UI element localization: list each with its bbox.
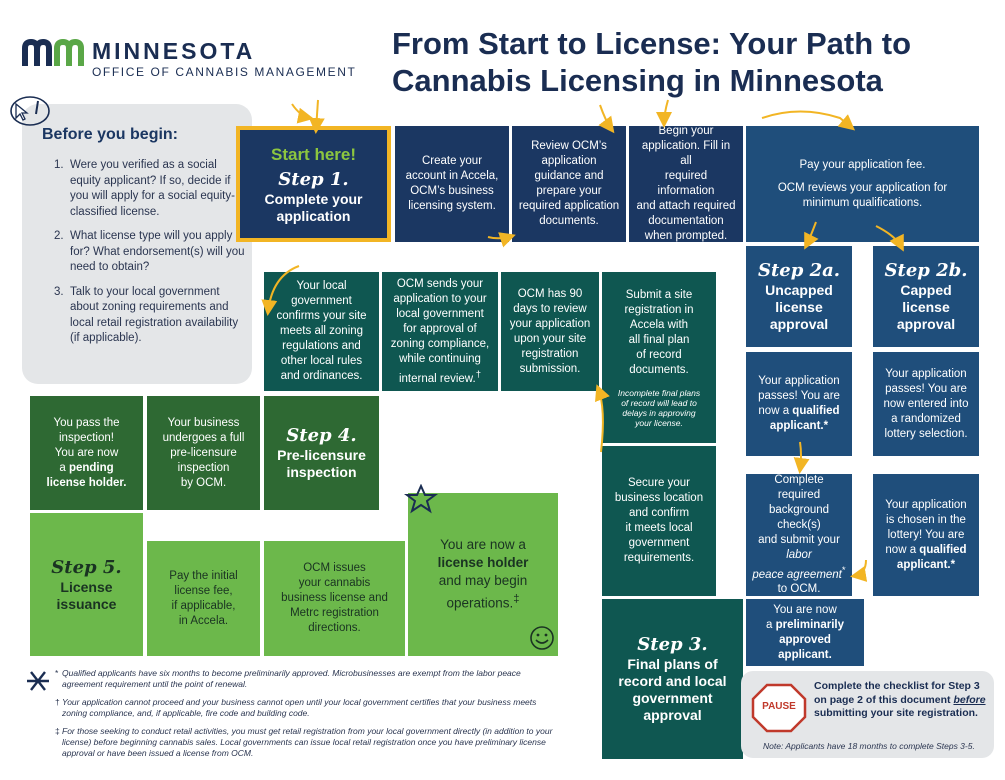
license-holder-box: You are now a license holder and may beg… (408, 493, 558, 656)
pause-instructions: Complete the checklist for Step 3 on pag… (814, 680, 986, 719)
smiley-icon (530, 626, 554, 650)
footnote-2: †Your application cannot proceed and you… (55, 697, 537, 718)
footnote-3: ‡For those seeking to conduct retail act… (55, 726, 553, 758)
list-item: 3.Talk to your local government about zo… (54, 285, 239, 345)
before-you-begin-panel (22, 104, 252, 384)
pause-note: Note: Applicants have 18 months to compl… (763, 741, 975, 751)
before-you-begin-title: Before you begin: (42, 126, 179, 143)
logo-subtitle: OFFICE OF CANNABIS MANAGEMENT (92, 65, 357, 79)
cursor-icon (10, 96, 50, 126)
page-title: From Start to License: Your Path to Cann… (392, 26, 912, 98)
pay-fee-box: Pay your application fee. OCM reviews yo… (746, 126, 979, 242)
footnote-1: *Qualified applicants have six months to… (55, 668, 521, 689)
pause-sign-icon (751, 683, 807, 733)
minnesota-logo-icon (22, 38, 84, 66)
before-you-begin-list: 1.Were you verified as a social equity a… (54, 158, 246, 356)
list-item: 1.Were you verified as a social equity a… (54, 159, 235, 218)
logo-name: MINNESOTA (92, 38, 256, 64)
preliminarily-approved-box: You are now a preliminarily approved app… (746, 599, 864, 666)
star-icon (404, 484, 438, 514)
asterisk-icon (27, 671, 49, 691)
pause-badge: PAUSE (762, 701, 796, 712)
list-item: 2.What license type will you apply for? … (54, 230, 245, 273)
